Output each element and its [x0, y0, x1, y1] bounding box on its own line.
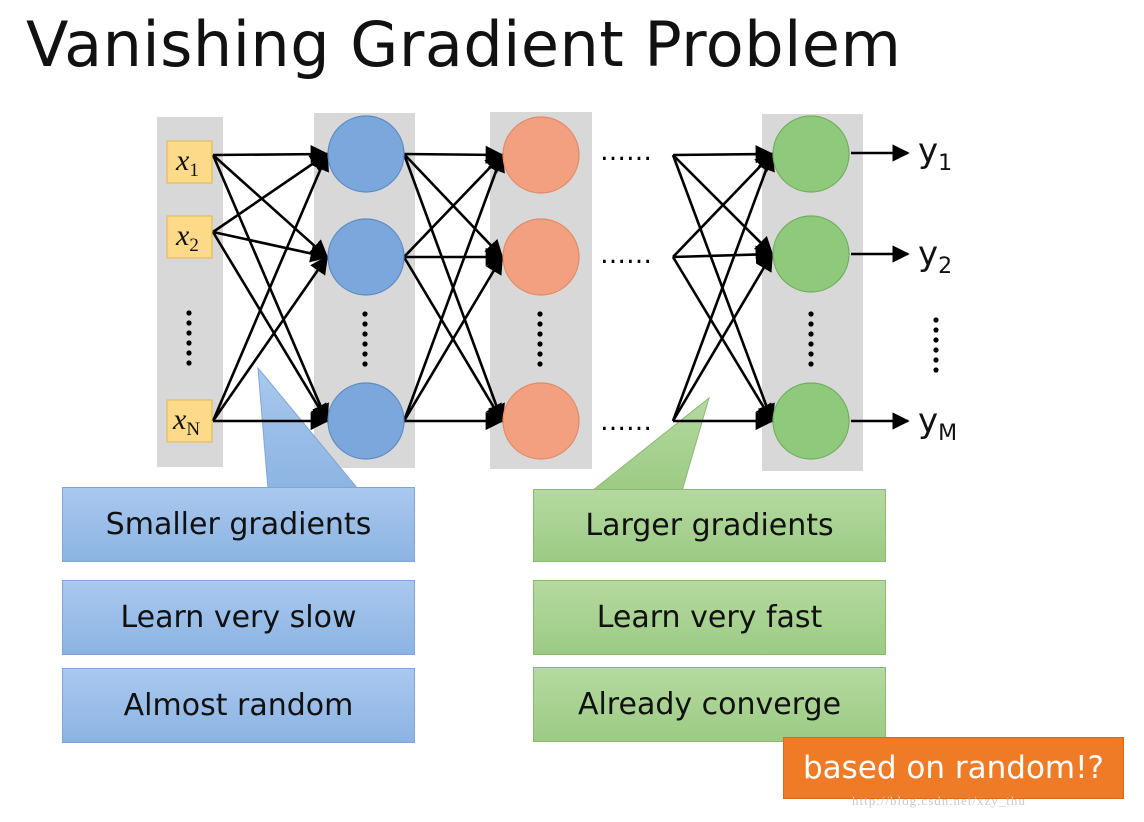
edge-fanout-output-2-0 — [671, 152, 775, 422]
hidden2-neuron-1 — [502, 218, 580, 296]
watermark: http://blog.csdn.net/xzy_thu — [852, 793, 1026, 808]
hidden1-neuron-0 — [327, 115, 405, 193]
edge-input-hidden1-0-0 — [212, 145, 329, 164]
output-neuron-0 — [772, 115, 850, 193]
slide-title: Vanishing Gradient Problem — [26, 8, 902, 81]
edge-hidden1-hidden2-2-1 — [402, 255, 504, 422]
edge-hidden1-hidden2-2-0 — [402, 153, 505, 422]
hidden1-neuron-2 — [327, 382, 405, 460]
input-x2: x2 — [166, 215, 213, 259]
input-vertical-ellipsis — [186, 310, 192, 366]
hidden2-vertical-ellipsis — [537, 311, 543, 367]
svg-text:x2: x2 — [175, 219, 199, 256]
hidden1-neuron-1 — [327, 218, 405, 296]
edge-fanout-output-2-1 — [671, 252, 774, 422]
hidden2-neuron-2 — [502, 382, 580, 460]
horizontal-ellipsis-middle: …… — [600, 240, 652, 270]
horizontal-ellipsis-bottom: …… — [600, 407, 652, 437]
svg-text:xN: xN — [172, 403, 200, 440]
edge-hidden1-hidden2-0-0 — [403, 145, 504, 164]
svg-text:x1: x1 — [175, 144, 199, 181]
network-edges — [211, 145, 775, 431]
edge-input-hidden1-1-0 — [212, 152, 329, 234]
output-layer-vertical-ellipsis — [808, 311, 814, 367]
output-arrows — [851, 144, 910, 430]
hidden1-vertical-ellipsis — [362, 311, 368, 367]
outputs-vertical-ellipsis — [933, 317, 939, 373]
edge-fanout-output-1-0 — [672, 152, 774, 258]
horizontal-ellipsis-top: …… — [600, 137, 652, 167]
output-y2: y2 — [918, 234, 952, 279]
edge-input-hidden1-1-1 — [212, 230, 329, 263]
input-x1: x1 — [166, 140, 213, 184]
edge-input-hidden1-1-2 — [211, 231, 329, 423]
output-y1: y1 — [918, 131, 952, 176]
edge-input-hidden1-2-0 — [211, 152, 329, 422]
edge-input-hidden1-0-1 — [212, 154, 329, 259]
edge-fanout-output-1-1 — [672, 245, 774, 264]
output-neuron-1 — [772, 215, 850, 293]
edge-fanout-output-0-0 — [672, 145, 774, 164]
network-nodes — [327, 115, 850, 460]
larger-gradients-label: Larger gradients — [533, 489, 886, 562]
learn-very-slow-label: Learn very slow — [62, 580, 415, 655]
already-converge-label: Already converge — [533, 667, 886, 742]
output-neuron-2 — [772, 382, 850, 460]
output-yM: yM — [918, 401, 957, 446]
input-xN: xN — [166, 399, 213, 443]
edge-hidden1-hidden2-1-0 — [403, 153, 504, 258]
edge-input-hidden1-2-1 — [211, 255, 329, 422]
learn-very-fast-label: Learn very fast — [533, 580, 886, 655]
almost-random-label: Almost random — [62, 668, 415, 743]
based-on-random-note: based on random!? — [783, 737, 1124, 799]
hidden2-neuron-0 — [502, 116, 580, 194]
smaller-gradients-label: Smaller gradients — [62, 487, 415, 562]
